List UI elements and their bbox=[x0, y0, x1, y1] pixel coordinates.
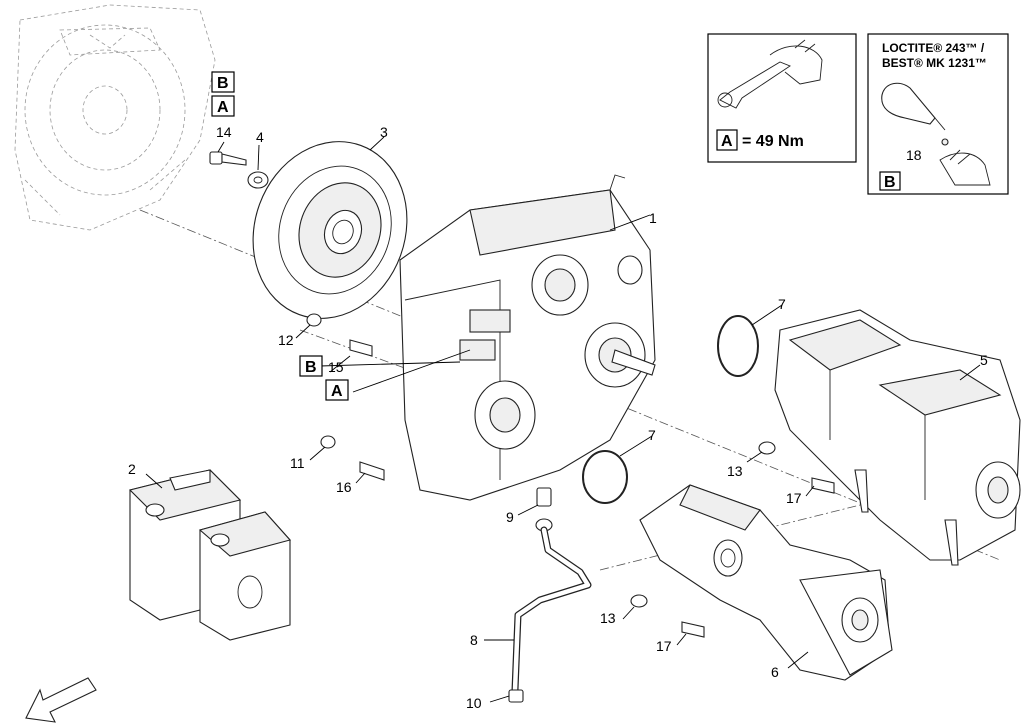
wrench-hand-icon bbox=[717, 39, 823, 109]
callout-4: 4 bbox=[256, 129, 264, 145]
callout-15: 15 bbox=[328, 359, 344, 375]
callout-2: 2 bbox=[128, 461, 136, 477]
orientation-arrow-icon bbox=[25, 677, 97, 723]
callout-16: 16 bbox=[336, 479, 352, 495]
callout-10: 10 bbox=[466, 695, 482, 711]
hydraulic-motor-6 bbox=[639, 484, 893, 681]
washer-11 bbox=[320, 435, 336, 449]
callout-7-lower: 7 bbox=[648, 427, 656, 443]
bolt-17-upper bbox=[811, 477, 835, 494]
callout-3: 3 bbox=[380, 124, 388, 140]
callout-5: 5 bbox=[980, 352, 988, 368]
washer-13-lower bbox=[630, 594, 648, 608]
callout-8: 8 bbox=[470, 632, 478, 648]
callout-6: 6 bbox=[771, 664, 779, 680]
ref-box-b-top bbox=[211, 71, 235, 93]
hydraulic-pump-5 bbox=[774, 309, 1021, 566]
washer-13-upper bbox=[758, 441, 776, 455]
leader-lines bbox=[145, 136, 981, 703]
plug-10 bbox=[508, 689, 524, 703]
o-ring-7-upper bbox=[717, 315, 759, 377]
callout-14: 14 bbox=[216, 124, 232, 140]
callout-9: 9 bbox=[506, 509, 514, 525]
pump-drive-gearbox bbox=[399, 174, 656, 501]
callout-18: 18 bbox=[906, 147, 922, 163]
callout-1: 1 bbox=[649, 210, 657, 226]
callout-17-upper: 17 bbox=[786, 490, 802, 506]
callout-13-lower: 13 bbox=[600, 610, 616, 626]
fitting-9 bbox=[535, 487, 553, 532]
callout-13-upper: 13 bbox=[727, 463, 743, 479]
bolt-17-lower bbox=[681, 621, 705, 638]
o-ring-7-lower bbox=[582, 450, 628, 504]
threadlocker-line-2: BEST® MK 1231™ bbox=[882, 56, 987, 70]
callout-11: 11 bbox=[290, 455, 305, 471]
callout-17-lower: 17 bbox=[656, 638, 672, 654]
bolt-16 bbox=[359, 461, 385, 481]
bolt-14 bbox=[209, 151, 247, 166]
ref-box-a-mid bbox=[325, 379, 349, 401]
svg-text:B: B bbox=[305, 359, 317, 376]
threadlocker-ref-b: B bbox=[884, 174, 896, 191]
threadlocker-line-1: LOCTITE® 243™ / bbox=[882, 41, 985, 55]
callout-12: 12 bbox=[278, 332, 294, 348]
svg-text:A: A bbox=[217, 99, 229, 116]
torque-ref-a: A bbox=[721, 133, 733, 150]
flywheel-coupling bbox=[252, 141, 408, 319]
bolt-15 bbox=[349, 339, 373, 357]
svg-text:A: A bbox=[331, 383, 343, 400]
washer-4 bbox=[247, 171, 269, 189]
callout-7-upper: 7 bbox=[778, 296, 786, 312]
ref-box-b-mid bbox=[299, 355, 323, 377]
engine-flywheel-housing-ghost bbox=[14, 4, 216, 231]
washer-12 bbox=[306, 313, 322, 327]
threadlocker-bottle-icon bbox=[881, 82, 991, 186]
svg-text:B: B bbox=[217, 75, 229, 92]
torque-value: = 49 Nm bbox=[742, 133, 804, 150]
threadlocker-panel: LOCTITE® 243™ / BEST® MK 1231™ 18 B bbox=[867, 33, 1009, 195]
oil-container-small bbox=[198, 511, 292, 641]
ref-box-a-top bbox=[211, 95, 235, 117]
torque-spec-panel: A = 49 Nm bbox=[707, 33, 857, 163]
